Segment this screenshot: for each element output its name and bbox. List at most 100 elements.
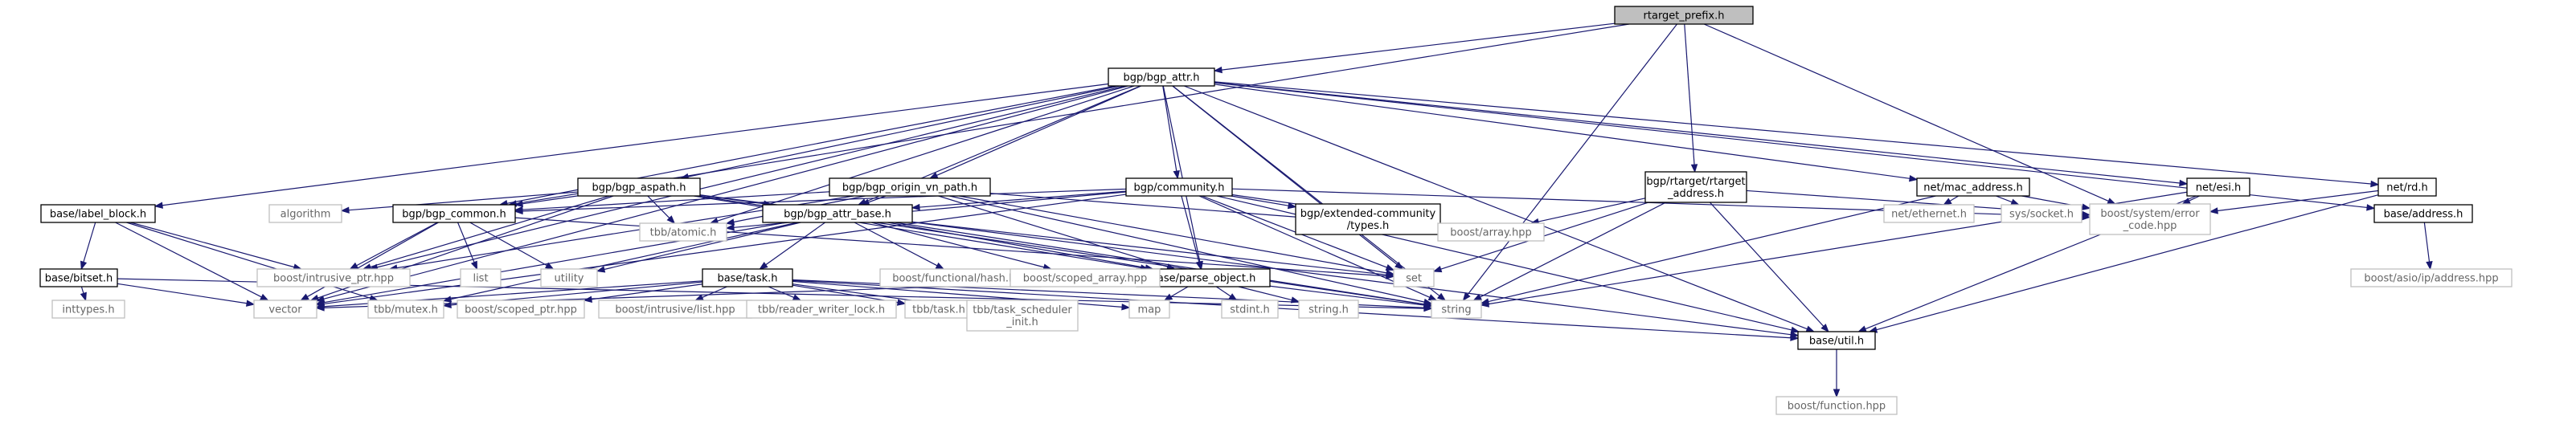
node-box	[829, 177, 991, 197]
edge-arrowhead	[911, 203, 920, 211]
node-label: net/rd.h	[2386, 182, 2427, 194]
node-string-h: string.h	[1298, 300, 1359, 319]
edge-bgp_attr-to-parse_object	[1162, 85, 1203, 271]
edge-line	[911, 221, 1387, 275]
node-rtarget-prefix[interactable]: rtarget_prefix.h	[1614, 6, 1754, 25]
node-label: string	[1441, 304, 1471, 316]
node-bgp-attr[interactable]: bgp/bgp_attr.h	[1108, 67, 1215, 87]
edge-line	[1214, 82, 2181, 184]
edge-line	[938, 195, 1169, 267]
edge-arrowhead	[80, 291, 87, 302]
node-address[interactable]: base/address.h	[2373, 204, 2473, 223]
edge-arrowhead	[1909, 175, 1919, 182]
edge-arrowhead	[154, 202, 163, 209]
edge-bgp_attr-to-esi	[1214, 82, 2189, 187]
node-box	[1431, 300, 1482, 319]
node-util[interactable]: base/util.h	[1797, 331, 1876, 350]
edge-line	[919, 190, 1127, 208]
edge-arrowhead	[1386, 271, 1395, 279]
edge-line	[1162, 85, 1177, 172]
node-ext-community-types[interactable]: bgp/extended-community/types.h	[1295, 203, 1441, 235]
node-algorithm: algorithm	[268, 204, 342, 223]
edge-bgp_attr-to-bgp_aspath	[679, 85, 1120, 181]
edge-line	[2217, 190, 2379, 212]
node-net-ethernet: net/ethernet.h	[1883, 204, 1975, 223]
edge-community-to-bgp_common	[514, 188, 1127, 215]
edge-bgp_attr-to-label_block	[154, 83, 1109, 209]
node-label: /types.h	[1347, 220, 1390, 232]
node-label: boost/functional/hash.hpp	[892, 273, 1029, 285]
edge-arrowhead	[1820, 324, 1829, 333]
edge-line	[162, 83, 1109, 206]
edge-line	[1183, 85, 1808, 330]
node-box	[746, 300, 897, 319]
node-boost-asio-address: boost/asio/ip/address.hpp	[2350, 268, 2513, 287]
node-label-block[interactable]: base/label_block.h	[40, 204, 156, 223]
node-bgp-aspath[interactable]: bgp/bgp_aspath.h	[577, 177, 701, 197]
edge-community-to-ext_community_types	[1231, 195, 1297, 210]
edge-arrowhead	[2107, 198, 2116, 205]
node-box	[762, 204, 913, 223]
node-bgp-origin-vn[interactable]: bgp/bgp_origin_vn_path.h	[829, 177, 991, 197]
edge-rtarget_prefix-to-rtarget_address	[1684, 23, 1698, 173]
edge-line	[936, 85, 1142, 176]
edge-line	[1202, 195, 1387, 268]
node-boost-fhash: boost/functional/hash.hpp	[879, 268, 1042, 287]
node-label: boost/system/error	[2100, 208, 2200, 220]
edge-line	[647, 195, 670, 218]
node-bgp-common[interactable]: bgp/bgp_common.h	[392, 204, 516, 223]
edge-bgp_common-to-list	[457, 222, 477, 271]
edge-rd-to-boost_error_code	[2209, 190, 2379, 214]
node-community[interactable]: bgp/community.h	[1125, 177, 1233, 197]
node-rd[interactable]: net/rd.h	[2377, 177, 2437, 197]
node-label: set	[1406, 273, 1422, 285]
node-box	[639, 222, 727, 242]
node-box	[702, 268, 793, 287]
node-label: boost/intrusive_ptr.hpp	[273, 273, 394, 285]
node-box	[367, 300, 444, 319]
node-box	[1108, 67, 1215, 87]
node-box	[577, 177, 701, 197]
node-parse-object[interactable]: base/parse_object.h	[1136, 268, 1271, 287]
edge-arrowhead	[896, 299, 907, 306]
edge-task-to-tbb_task	[792, 284, 907, 306]
node-label: _address.h	[1667, 188, 1724, 200]
node-box	[392, 204, 516, 223]
node-box	[39, 268, 118, 287]
edge-arrowhead	[1385, 263, 1395, 271]
node-label: algorithm	[281, 209, 331, 221]
edge-line	[1440, 202, 1649, 270]
edge-line	[1709, 202, 1824, 327]
node-label: string.h	[1308, 304, 1349, 316]
node-bgp-attr-base[interactable]: bgp/bgp_attr_base.h	[762, 204, 913, 223]
edge-line	[604, 222, 801, 271]
edge-task-to-boost_scoped_ptr	[583, 283, 703, 303]
node-tbb-rwlock: tbb/reader_writer_lock.h	[746, 300, 897, 319]
edge-arrowhead	[2179, 179, 2189, 187]
node-task[interactable]: base/task.h	[702, 268, 793, 287]
edge-arrowhead	[300, 293, 309, 301]
node-label: sys/socket.h	[2009, 209, 2074, 221]
node-mac-address[interactable]: net/mac_address.h	[1916, 177, 2030, 197]
node-esi[interactable]: net/esi.h	[2186, 177, 2250, 197]
node-label: vector	[268, 304, 302, 316]
node-box	[1298, 300, 1359, 319]
edge-parse_object-to-stdint	[1216, 286, 1238, 301]
edge-arrowhead	[1790, 326, 1800, 333]
node-label: list	[473, 273, 488, 285]
node-label: tbb/mutex.h	[374, 304, 438, 316]
edge-line	[895, 222, 1425, 305]
edge-bitset-to-vector	[117, 283, 256, 307]
edge-arrowhead	[1462, 291, 1471, 302]
edge-bgp_attr-to-tbb_atomic	[709, 85, 1135, 225]
edge-bgp_attr-to-community	[1162, 85, 1180, 180]
edge-bgp_common-to-utility	[469, 222, 555, 270]
edge-arrowhead	[666, 215, 676, 224]
node-rtarget-address[interactable]: bgp/rtarget/rtarget_address.h	[1644, 171, 1747, 203]
node-label: boost/array.hpp	[1450, 227, 1532, 239]
edge-line	[1231, 195, 1289, 206]
edge-mac_address-to-net_ethernet	[1943, 195, 1959, 206]
edge-arrowhead	[340, 206, 350, 214]
node-bitset[interactable]: base/bitset.h	[39, 268, 118, 287]
node-label: tbb/atomic.h	[650, 227, 717, 239]
